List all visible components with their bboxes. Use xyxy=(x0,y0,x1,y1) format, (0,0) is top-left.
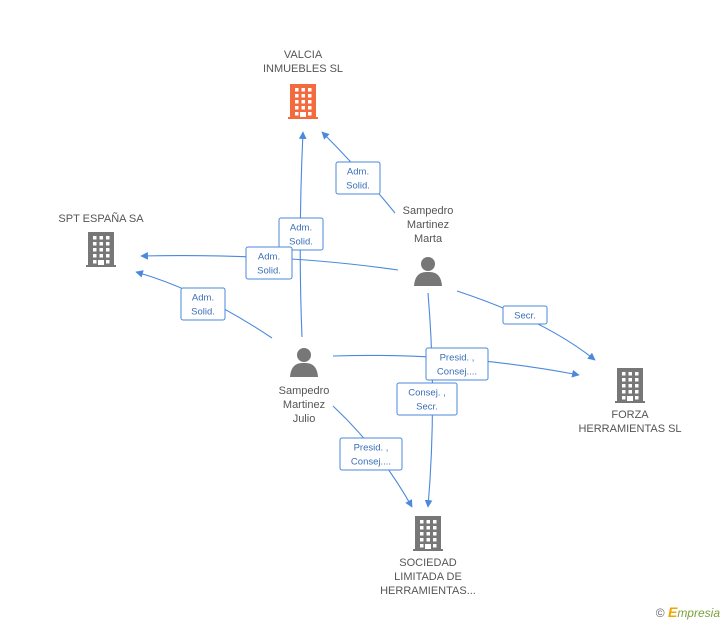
edge-label-text: Presid. , xyxy=(440,353,475,364)
building-icon xyxy=(615,368,645,403)
edge-label-text: Solid. xyxy=(346,181,370,192)
edge-label-text: Adm. xyxy=(347,167,369,178)
edge-label-text: Secr. xyxy=(416,402,438,413)
node-label: Martinez xyxy=(283,399,325,411)
node-valcia[interactable]: VALCIA INMUEBLES SL xyxy=(263,49,343,119)
edge-label-text: Solid. xyxy=(289,237,313,248)
node-label: HERRAMIENTAS... xyxy=(380,585,476,597)
node-label: SPT ESPAÑA SA xyxy=(58,212,144,225)
edge-label-marta-sociedad[interactable]: Consej. , Secr. xyxy=(396,382,458,416)
edge-label-julio-spt[interactable]: Adm. Solid. xyxy=(180,287,226,321)
building-icon xyxy=(413,516,443,551)
edge-label-box xyxy=(180,287,226,321)
brand-logo-initial: E xyxy=(667,604,678,620)
node-label: Sampedro xyxy=(403,205,454,217)
node-spt[interactable]: SPT ESPAÑA SA xyxy=(58,212,144,267)
node-label: Julio xyxy=(293,413,316,425)
brand-logo-text: mpresia xyxy=(677,606,720,620)
edge-label-box xyxy=(396,382,458,416)
node-label: INMUEBLES SL xyxy=(263,63,343,75)
node-label: SOCIEDAD xyxy=(399,557,457,569)
edge-label-julio-forza[interactable]: Presid. , Consej.... xyxy=(425,347,489,381)
person-icon xyxy=(290,348,318,377)
edge-label-text: Adm. xyxy=(290,223,312,234)
node-sociedad[interactable]: SOCIEDAD LIMITADA DE HERRAMIENTAS... xyxy=(380,516,476,597)
edge-label-text: Adm. xyxy=(258,252,280,263)
brand-footer: © Empresia xyxy=(656,604,720,620)
edge-labels-layer: Adm. Solid. Adm. Solid. Adm. Solid. Adm. Solid.… xyxy=(180,161,548,471)
edge-label-box xyxy=(502,305,548,325)
node-label: Sampedro xyxy=(279,385,330,397)
edge-label-box xyxy=(425,347,489,381)
edge-label-text: Consej.... xyxy=(437,367,477,378)
edge-label-text: Consej. , xyxy=(408,388,446,399)
node-label: VALCIA xyxy=(284,49,323,61)
node-label: FORZA xyxy=(611,409,649,421)
edge-label-box xyxy=(339,437,403,471)
nodes-layer: VALCIA INMUEBLES SL SPT ESPAÑA SA FORZA HERR… xyxy=(58,49,681,597)
edge-label-box xyxy=(278,217,324,251)
edge-label-marta-forza[interactable]: Secr. xyxy=(502,305,548,325)
edge-label-text: Secr. xyxy=(514,311,536,322)
building-icon xyxy=(288,84,318,119)
edge-label-text: Presid. , xyxy=(354,443,389,454)
copyright-icon: © xyxy=(655,606,665,620)
edge-label-text: Consej.... xyxy=(351,457,391,468)
edge-label-text: Solid. xyxy=(191,307,215,318)
node-forza[interactable]: FORZA HERRAMIENTAS SL xyxy=(578,368,682,435)
edge-label-box xyxy=(245,246,293,280)
edge-label-text: Solid. xyxy=(257,266,281,277)
edge-label-julio-sociedad[interactable]: Presid. , Consej.... xyxy=(339,437,403,471)
node-label: HERRAMIENTAS SL xyxy=(578,423,681,435)
edge-label-text: Adm. xyxy=(192,293,214,304)
node-label: Martinez xyxy=(407,219,449,231)
edge-label-marta-valcia[interactable]: Adm. Solid. xyxy=(335,161,381,195)
node-label: Marta xyxy=(414,233,443,245)
node-label: LIMITADA DE xyxy=(394,571,462,583)
person-icon xyxy=(414,257,442,286)
edge-label-marta-spt[interactable]: Adm. Solid. xyxy=(245,246,293,280)
building-icon xyxy=(86,232,116,267)
edge-label-julio-valcia[interactable]: Adm. Solid. xyxy=(278,217,324,251)
edge-label-box xyxy=(335,161,381,195)
